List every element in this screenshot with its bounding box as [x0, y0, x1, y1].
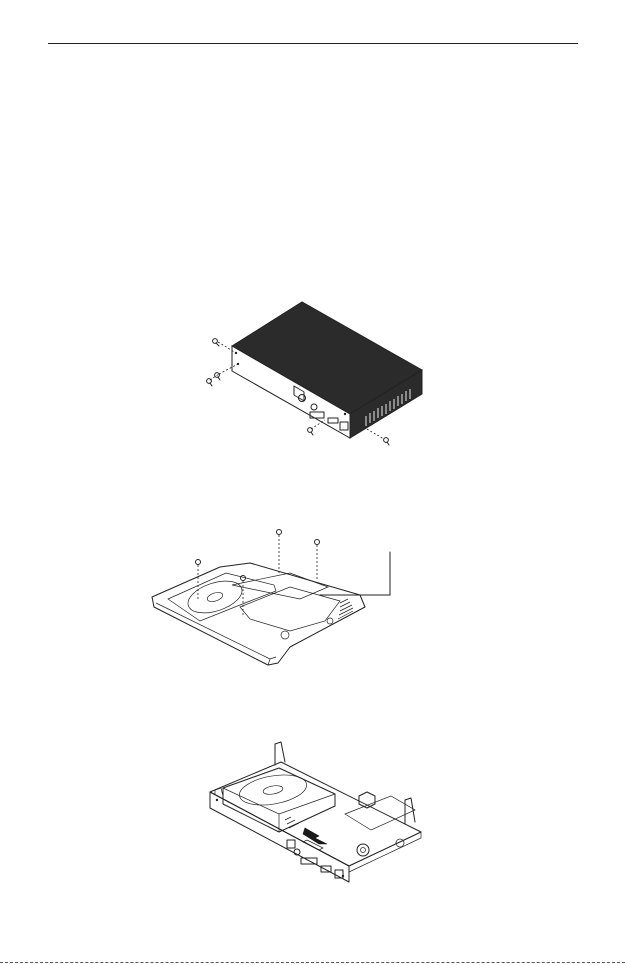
hdd-bracket-icon: [140, 525, 410, 673]
figure-hdd-bracket: [140, 525, 410, 673]
page-edge-rule: [0, 962, 625, 963]
header-rule: [48, 43, 578, 44]
figure-enclosure-screws: [190, 296, 430, 448]
figure-hdd-insertion: [195, 740, 435, 890]
enclosure-screws-icon: [190, 296, 430, 448]
hdd-insertion-icon: [195, 740, 435, 890]
